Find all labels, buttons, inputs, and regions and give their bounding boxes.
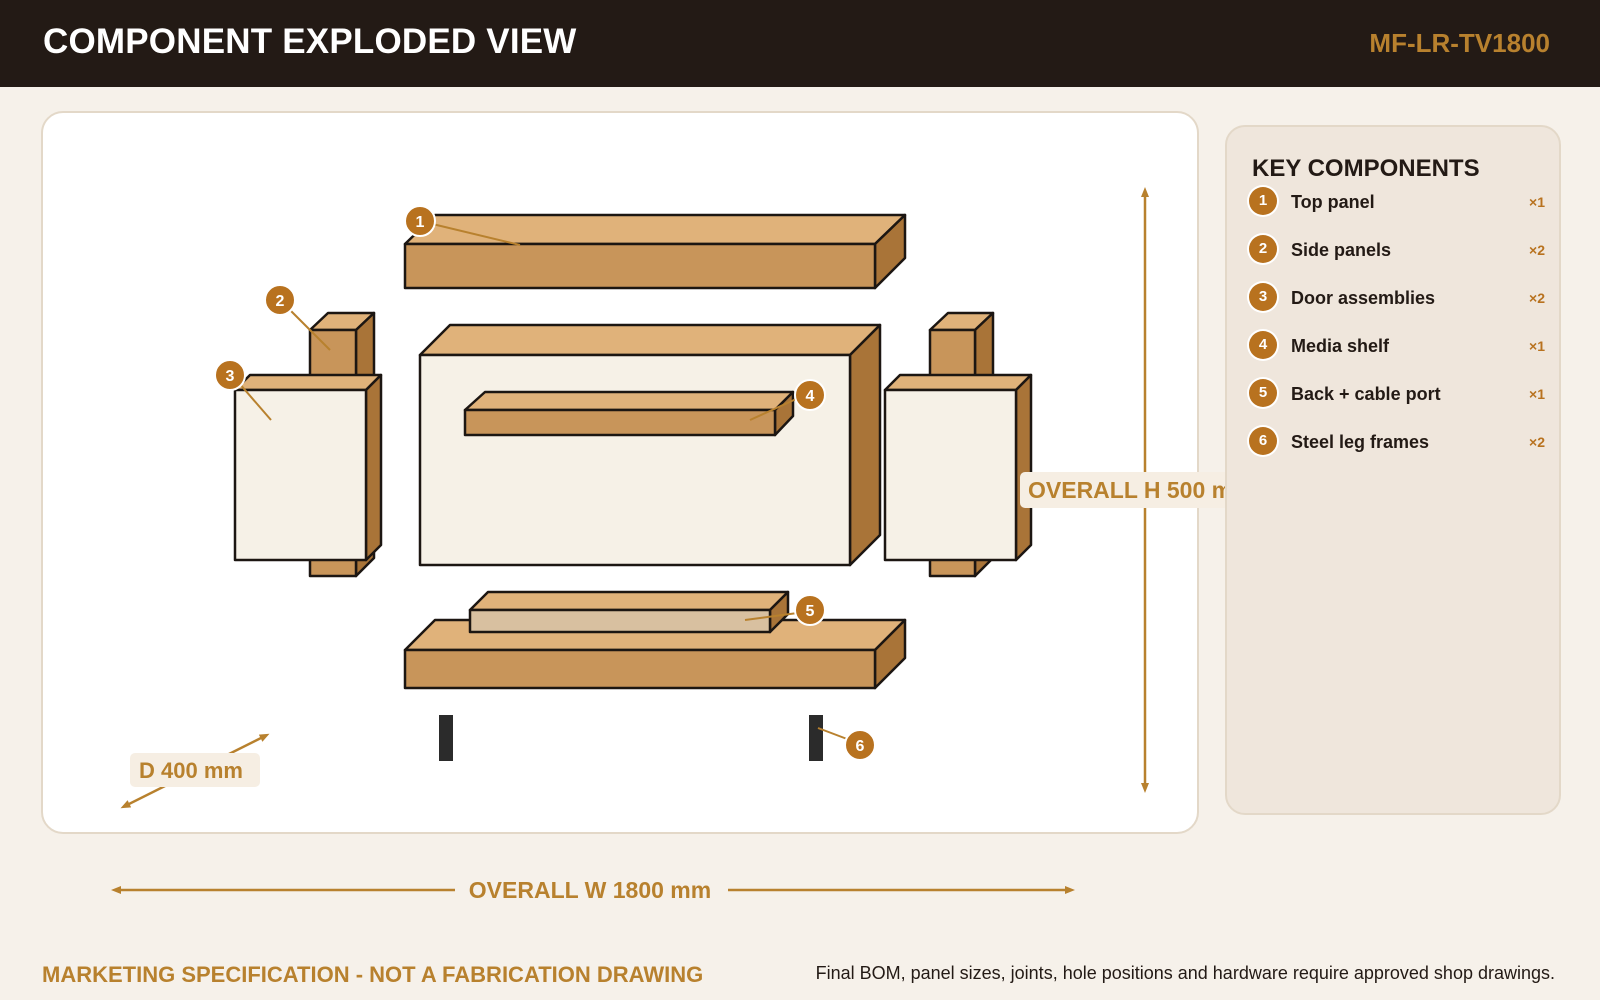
- callout-5: 5: [794, 594, 826, 626]
- key-label: Media shelf: [1291, 336, 1390, 356]
- top-panel: [403, 213, 907, 290]
- media-shelf: [463, 390, 795, 437]
- key-number-badge: 6: [1249, 427, 1277, 455]
- footer-note: Final BOM, panel sizes, joints, hole pos…: [815, 963, 1555, 983]
- svg-text:3: 3: [226, 368, 235, 385]
- key-label: Top panel: [1291, 192, 1375, 212]
- svg-text:5: 5: [806, 603, 815, 620]
- list-item: 1 Top panel ×1: [1249, 187, 1545, 235]
- callout-1: 1: [404, 205, 436, 237]
- svg-text:1: 1: [416, 214, 425, 231]
- back-cable-panel: [468, 590, 790, 634]
- width-dimension: OVERALL W 1800 mm: [111, 877, 1075, 903]
- key-number-badge: 3: [1249, 283, 1277, 311]
- callout-3: 3: [214, 359, 246, 391]
- list-item: 6 Steel leg frames ×2: [1249, 427, 1545, 475]
- key-label: Side panels: [1291, 240, 1392, 260]
- callout-6: 6: [844, 729, 876, 761]
- header-bar: COMPONENT EXPLODED VIEW MF-LR-TV1800: [0, 0, 1600, 87]
- steel-leg-right: [809, 715, 823, 761]
- page-title: COMPONENT EXPLODED VIEW: [43, 22, 577, 61]
- list-item: 5 Back + cable port ×1: [1249, 379, 1545, 427]
- list-item: 3 Door assemblies ×2: [1249, 283, 1545, 331]
- width-label: OVERALL W 1800 mm: [469, 877, 711, 903]
- height-label: OVERALL H 500 mm: [1028, 477, 1253, 503]
- key-quantity: ×1: [1529, 386, 1545, 402]
- disclaimer-text: MARKETING SPECIFICATION - NOT A FABRICAT…: [42, 962, 704, 987]
- key-number-badge: 4: [1249, 331, 1277, 359]
- key-components-list: 1 Top panel ×1 2 Side panels ×2 3 Door a…: [1249, 187, 1545, 475]
- key-quantity: ×2: [1529, 434, 1545, 450]
- key-quantity: ×1: [1529, 338, 1545, 354]
- svg-text:4: 4: [806, 388, 815, 405]
- callout-4: 4: [794, 379, 826, 411]
- key-quantity: ×1: [1529, 194, 1545, 210]
- key-number-badge: 2: [1249, 235, 1277, 263]
- list-item: 4 Media shelf ×1: [1249, 331, 1545, 379]
- svg-text:6: 6: [856, 738, 865, 755]
- key-quantity: ×2: [1529, 242, 1545, 258]
- base-panel: [403, 618, 907, 690]
- key-components-title: KEY COMPONENTS: [1252, 155, 1480, 182]
- list-item: 2 Side panels ×2: [1249, 235, 1545, 283]
- svg-text:2: 2: [276, 293, 285, 310]
- key-components-panel: KEY COMPONENTS 1 Top panel ×1 2 Side pan…: [1225, 125, 1561, 815]
- key-label: Door assemblies: [1291, 288, 1436, 308]
- model-code: MF-LR-TV1800: [1369, 28, 1550, 58]
- callout-2: 2: [264, 284, 296, 316]
- steel-leg-left: [439, 715, 453, 761]
- central-carcass: [418, 323, 882, 567]
- key-number-badge: 5: [1249, 379, 1277, 407]
- key-label: Back + cable port: [1291, 384, 1441, 404]
- key-number-badge: 1: [1249, 187, 1277, 215]
- height-dimension: OVERALL H 500 mm: [1020, 187, 1270, 793]
- right-door-assembly: [883, 373, 1033, 562]
- leader-line-1: [419, 220, 521, 246]
- depth-label: D 400 mm: [139, 758, 243, 783]
- depth-dimension: D 400 mm: [120, 733, 270, 809]
- key-quantity: ×2: [1529, 290, 1545, 306]
- left-door-assembly: [233, 373, 383, 562]
- key-label: Steel leg frames: [1291, 432, 1430, 452]
